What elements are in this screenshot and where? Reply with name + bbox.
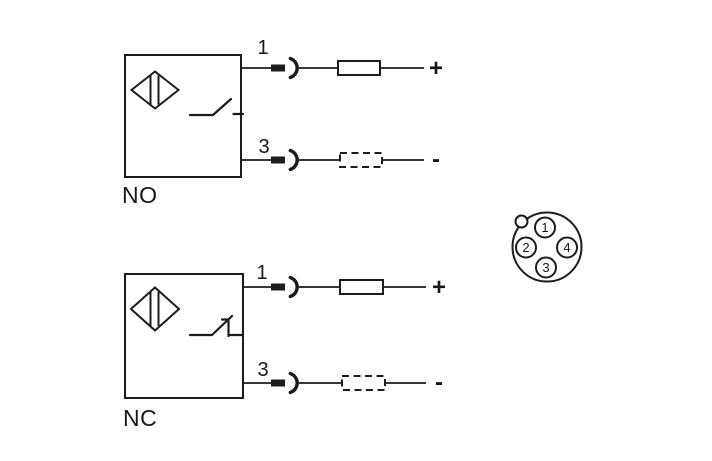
plug-pin bbox=[271, 64, 285, 72]
circuit-state-label: NO bbox=[122, 182, 158, 208]
connector-pin-number: 2 bbox=[522, 240, 529, 255]
pin-circle bbox=[535, 256, 557, 279]
nc-contact-icon bbox=[188, 314, 245, 338]
keyway-notch-icon bbox=[514, 214, 529, 229]
plug-pin bbox=[271, 156, 285, 164]
connector-pin-2: 2 bbox=[515, 236, 537, 259]
pin-circle bbox=[534, 216, 556, 239]
minus-terminal-label: - bbox=[435, 369, 443, 396]
socket-arc bbox=[288, 56, 299, 80]
socket-arc bbox=[288, 275, 299, 299]
sensor-diamond bbox=[129, 286, 181, 332]
socket-arc bbox=[288, 371, 299, 395]
no-contact-icon bbox=[188, 97, 245, 117]
plus-terminal-label: + bbox=[432, 274, 446, 301]
pin-circle bbox=[515, 236, 537, 259]
no-circuit: 1 + 3 - NO bbox=[122, 37, 443, 208]
load-resistor-icon bbox=[339, 279, 384, 295]
circuit-state-label: NC bbox=[123, 405, 157, 431]
connector-pin-number: 1 bbox=[541, 220, 548, 235]
proximity-sensor-icon bbox=[129, 70, 181, 110]
connector-pin-4: 4 bbox=[556, 236, 578, 259]
pin-number-label: 1 bbox=[256, 262, 267, 284]
nc-circuit: 1 + 3 - NC bbox=[123, 262, 446, 431]
sensor-body bbox=[124, 273, 244, 399]
pin-number-label: 3 bbox=[257, 359, 268, 381]
sensor-diamond bbox=[129, 70, 181, 110]
connector-pin-number: 3 bbox=[542, 260, 549, 275]
plug-pin bbox=[271, 283, 285, 291]
minus-terminal-label: - bbox=[432, 146, 440, 173]
plug-pin bbox=[271, 379, 285, 387]
load-optional-icon bbox=[341, 375, 386, 391]
load-resistor-icon bbox=[337, 60, 381, 76]
plug-socket-icon bbox=[271, 275, 299, 299]
connector-pin-number: 4 bbox=[563, 240, 570, 255]
connector-pin-1: 1 bbox=[534, 216, 556, 239]
pin-number-label: 1 bbox=[257, 37, 268, 59]
socket-arc bbox=[288, 148, 299, 172]
plug-socket-icon bbox=[271, 56, 299, 80]
pin-number-label: 3 bbox=[258, 136, 269, 158]
plug-socket-icon bbox=[271, 371, 299, 395]
connector-pin-3: 3 bbox=[535, 256, 557, 279]
load-optional-icon bbox=[339, 152, 383, 168]
plug-socket-icon bbox=[271, 148, 299, 172]
connector-face bbox=[511, 211, 583, 283]
plus-terminal-label: + bbox=[429, 55, 443, 82]
proximity-sensor-icon bbox=[129, 286, 181, 332]
pin-circle bbox=[556, 236, 578, 259]
connector-pinout: 1 2 3 4 bbox=[511, 211, 583, 283]
sensor-body bbox=[124, 54, 242, 178]
